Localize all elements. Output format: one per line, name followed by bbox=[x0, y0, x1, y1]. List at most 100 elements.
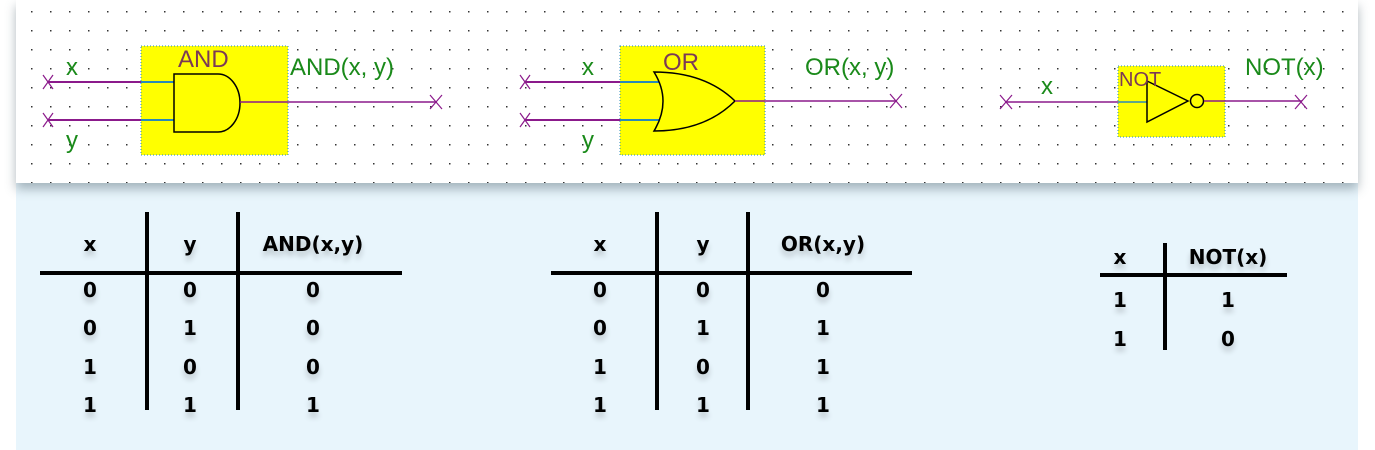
grid-dot bbox=[1152, 163, 1154, 165]
grid-dot bbox=[734, 30, 736, 32]
not-output-label: NOT(x) bbox=[1245, 54, 1324, 81]
not-table-column-rule bbox=[1163, 243, 1167, 350]
grid-dot bbox=[392, 144, 394, 146]
grid-dot bbox=[772, 106, 774, 108]
grid-dot bbox=[1019, 182, 1021, 183]
not-table-cell: 1 bbox=[1113, 288, 1127, 312]
grid-dot bbox=[1114, 125, 1116, 127]
grid-dot bbox=[1057, 125, 1059, 127]
grid-dot bbox=[962, 144, 964, 146]
grid-dot bbox=[1095, 182, 1097, 183]
grid-dot bbox=[221, 163, 223, 165]
grid-dot bbox=[563, 87, 565, 89]
grid-dot bbox=[582, 49, 584, 51]
grid-dot bbox=[1304, 163, 1306, 165]
grid-dot bbox=[829, 125, 831, 127]
or-table-column-rule bbox=[655, 212, 659, 410]
grid-dot bbox=[962, 11, 964, 13]
grid-dot bbox=[107, 68, 109, 70]
grid-dot bbox=[373, 144, 375, 146]
grid-dot bbox=[316, 182, 318, 183]
not-gate[interactable]: x NOT NOT(x) bbox=[999, 54, 1324, 138]
grid-dot bbox=[658, 30, 660, 32]
grid-dot bbox=[829, 144, 831, 146]
and-input-x-label: x bbox=[66, 54, 78, 81]
grid-dot bbox=[1323, 11, 1325, 13]
grid-dot bbox=[69, 68, 71, 70]
and-gate-name: AND bbox=[178, 46, 229, 73]
grid-dot bbox=[506, 106, 508, 108]
grid-dot bbox=[487, 30, 489, 32]
grid-dot bbox=[905, 68, 907, 70]
grid-dot bbox=[1228, 11, 1230, 13]
grid-dot bbox=[31, 68, 33, 70]
grid-dot bbox=[867, 49, 869, 51]
grid-dot bbox=[1323, 125, 1325, 127]
grid-dot bbox=[810, 30, 812, 32]
and-table-cell: 1 bbox=[183, 316, 197, 340]
grid-dot bbox=[924, 87, 926, 89]
grid-dot bbox=[487, 125, 489, 127]
grid-dot bbox=[1266, 87, 1268, 89]
and-gate[interactable]: x y AND AND(x, y) bbox=[42, 45, 443, 156]
grid-dot bbox=[1323, 87, 1325, 89]
grid-dot bbox=[506, 49, 508, 51]
grid-dot bbox=[1076, 30, 1078, 32]
grid-dot bbox=[791, 11, 793, 13]
or-gate[interactable]: x y OR OR(x, y) bbox=[519, 45, 903, 156]
grid-dot bbox=[924, 182, 926, 183]
grid-dot bbox=[1209, 49, 1211, 51]
grid-dot bbox=[1076, 87, 1078, 89]
grid-dot bbox=[1019, 87, 1021, 89]
grid-dot bbox=[1019, 163, 1021, 165]
wire-endpoint-x-icon[interactable] bbox=[519, 74, 903, 128]
grid-dot bbox=[848, 49, 850, 51]
grid-dot bbox=[1114, 182, 1116, 183]
grid-dot bbox=[506, 144, 508, 146]
grid-dot bbox=[297, 87, 299, 89]
grid-dot bbox=[107, 144, 109, 146]
grid-dot bbox=[620, 11, 622, 13]
grid-dot bbox=[1285, 106, 1287, 108]
grid-dot bbox=[563, 11, 565, 13]
grid-dot bbox=[1114, 144, 1116, 146]
grid-dot bbox=[1266, 11, 1268, 13]
grid-dot bbox=[69, 30, 71, 32]
wire-endpoint-x-icon[interactable] bbox=[999, 94, 1308, 110]
grid-dot bbox=[354, 144, 356, 146]
grid-dot bbox=[886, 49, 888, 51]
grid-dot bbox=[221, 182, 223, 183]
grid-dot bbox=[525, 125, 527, 127]
grid-dot bbox=[392, 125, 394, 127]
grid-dot bbox=[392, 11, 394, 13]
grid-dot bbox=[1209, 30, 1211, 32]
grid-dot bbox=[1152, 30, 1154, 32]
grid-dot bbox=[50, 30, 52, 32]
grid-dot bbox=[525, 30, 527, 32]
grid-dot bbox=[867, 144, 869, 146]
grid-dot bbox=[886, 106, 888, 108]
grid-dot bbox=[1095, 87, 1097, 89]
grid-dot bbox=[88, 30, 90, 32]
grid-dot bbox=[829, 49, 831, 51]
wire-endpoint-x-icon[interactable] bbox=[42, 74, 443, 128]
grid-dot bbox=[354, 30, 356, 32]
grid-dot bbox=[772, 68, 774, 70]
grid-dot bbox=[1247, 106, 1249, 108]
grid-dot bbox=[297, 68, 299, 70]
grid-dot bbox=[1038, 30, 1040, 32]
grid-dot bbox=[506, 125, 508, 127]
grid-dot bbox=[1285, 87, 1287, 89]
grid-dot bbox=[696, 163, 698, 165]
grid-dot bbox=[354, 11, 356, 13]
grid-dot bbox=[1285, 30, 1287, 32]
grid-dot bbox=[886, 125, 888, 127]
grid-dot bbox=[31, 163, 33, 165]
grid-dot bbox=[411, 30, 413, 32]
grid-dot bbox=[50, 68, 52, 70]
grid-dot bbox=[430, 49, 432, 51]
grid-dot bbox=[373, 49, 375, 51]
grid-dot bbox=[126, 163, 128, 165]
grid-dot bbox=[335, 68, 337, 70]
grid-dot bbox=[886, 30, 888, 32]
